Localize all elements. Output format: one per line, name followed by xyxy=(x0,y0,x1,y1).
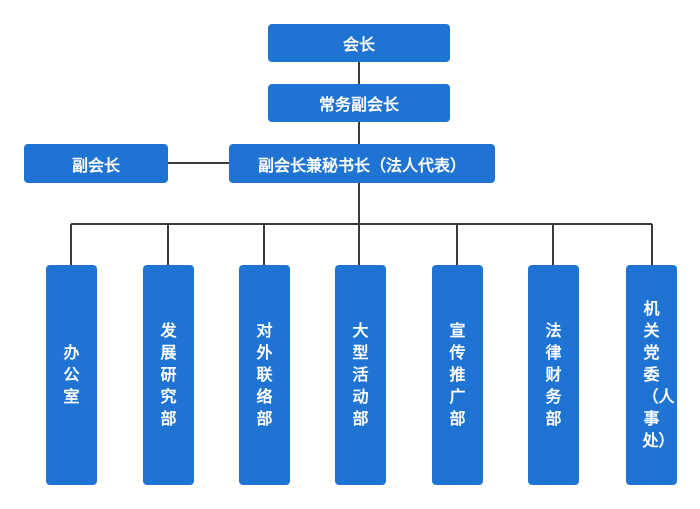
department-label-publicity: 宣传推广部 xyxy=(449,321,466,428)
department-box-office: 办公室 xyxy=(46,265,97,485)
department-label-office: 办公室 xyxy=(63,343,80,406)
department-box-party-committee: 机关党委（人事处） xyxy=(626,265,677,485)
president-box: 会长 xyxy=(268,24,450,62)
department-label-major-events: 大型活动部 xyxy=(352,321,369,428)
vice-president-secretary-general-box: 副会长兼秘书长（法人代表） xyxy=(229,144,495,183)
department-label-party-committee: 机关党委（人事处） xyxy=(642,299,675,450)
department-box-publicity: 宣传推广部 xyxy=(432,265,483,485)
department-label-legal-finance: 法律财务部 xyxy=(545,321,562,428)
department-box-legal-finance: 法律财务部 xyxy=(528,265,579,485)
department-box-development-research: 发展研究部 xyxy=(143,265,194,485)
department-label-development-research: 发展研究部 xyxy=(160,321,177,428)
executive-vice-president-label: 常务副会长 xyxy=(318,95,399,114)
department-box-external-liaison: 对外联络部 xyxy=(239,265,290,485)
vice-president-label: 副会长 xyxy=(71,155,120,175)
department-box-major-events: 大型活动部 xyxy=(335,265,386,485)
executive-vice-president-box: 常务副会长 xyxy=(268,84,450,122)
vice-president-box: 副会长 xyxy=(24,144,168,183)
vice-president-secretary-general-label: 副会长兼秘书长（法人代表） xyxy=(257,155,466,175)
department-label-external-liaison: 对外联络部 xyxy=(256,321,273,428)
president-label: 会长 xyxy=(342,35,375,54)
